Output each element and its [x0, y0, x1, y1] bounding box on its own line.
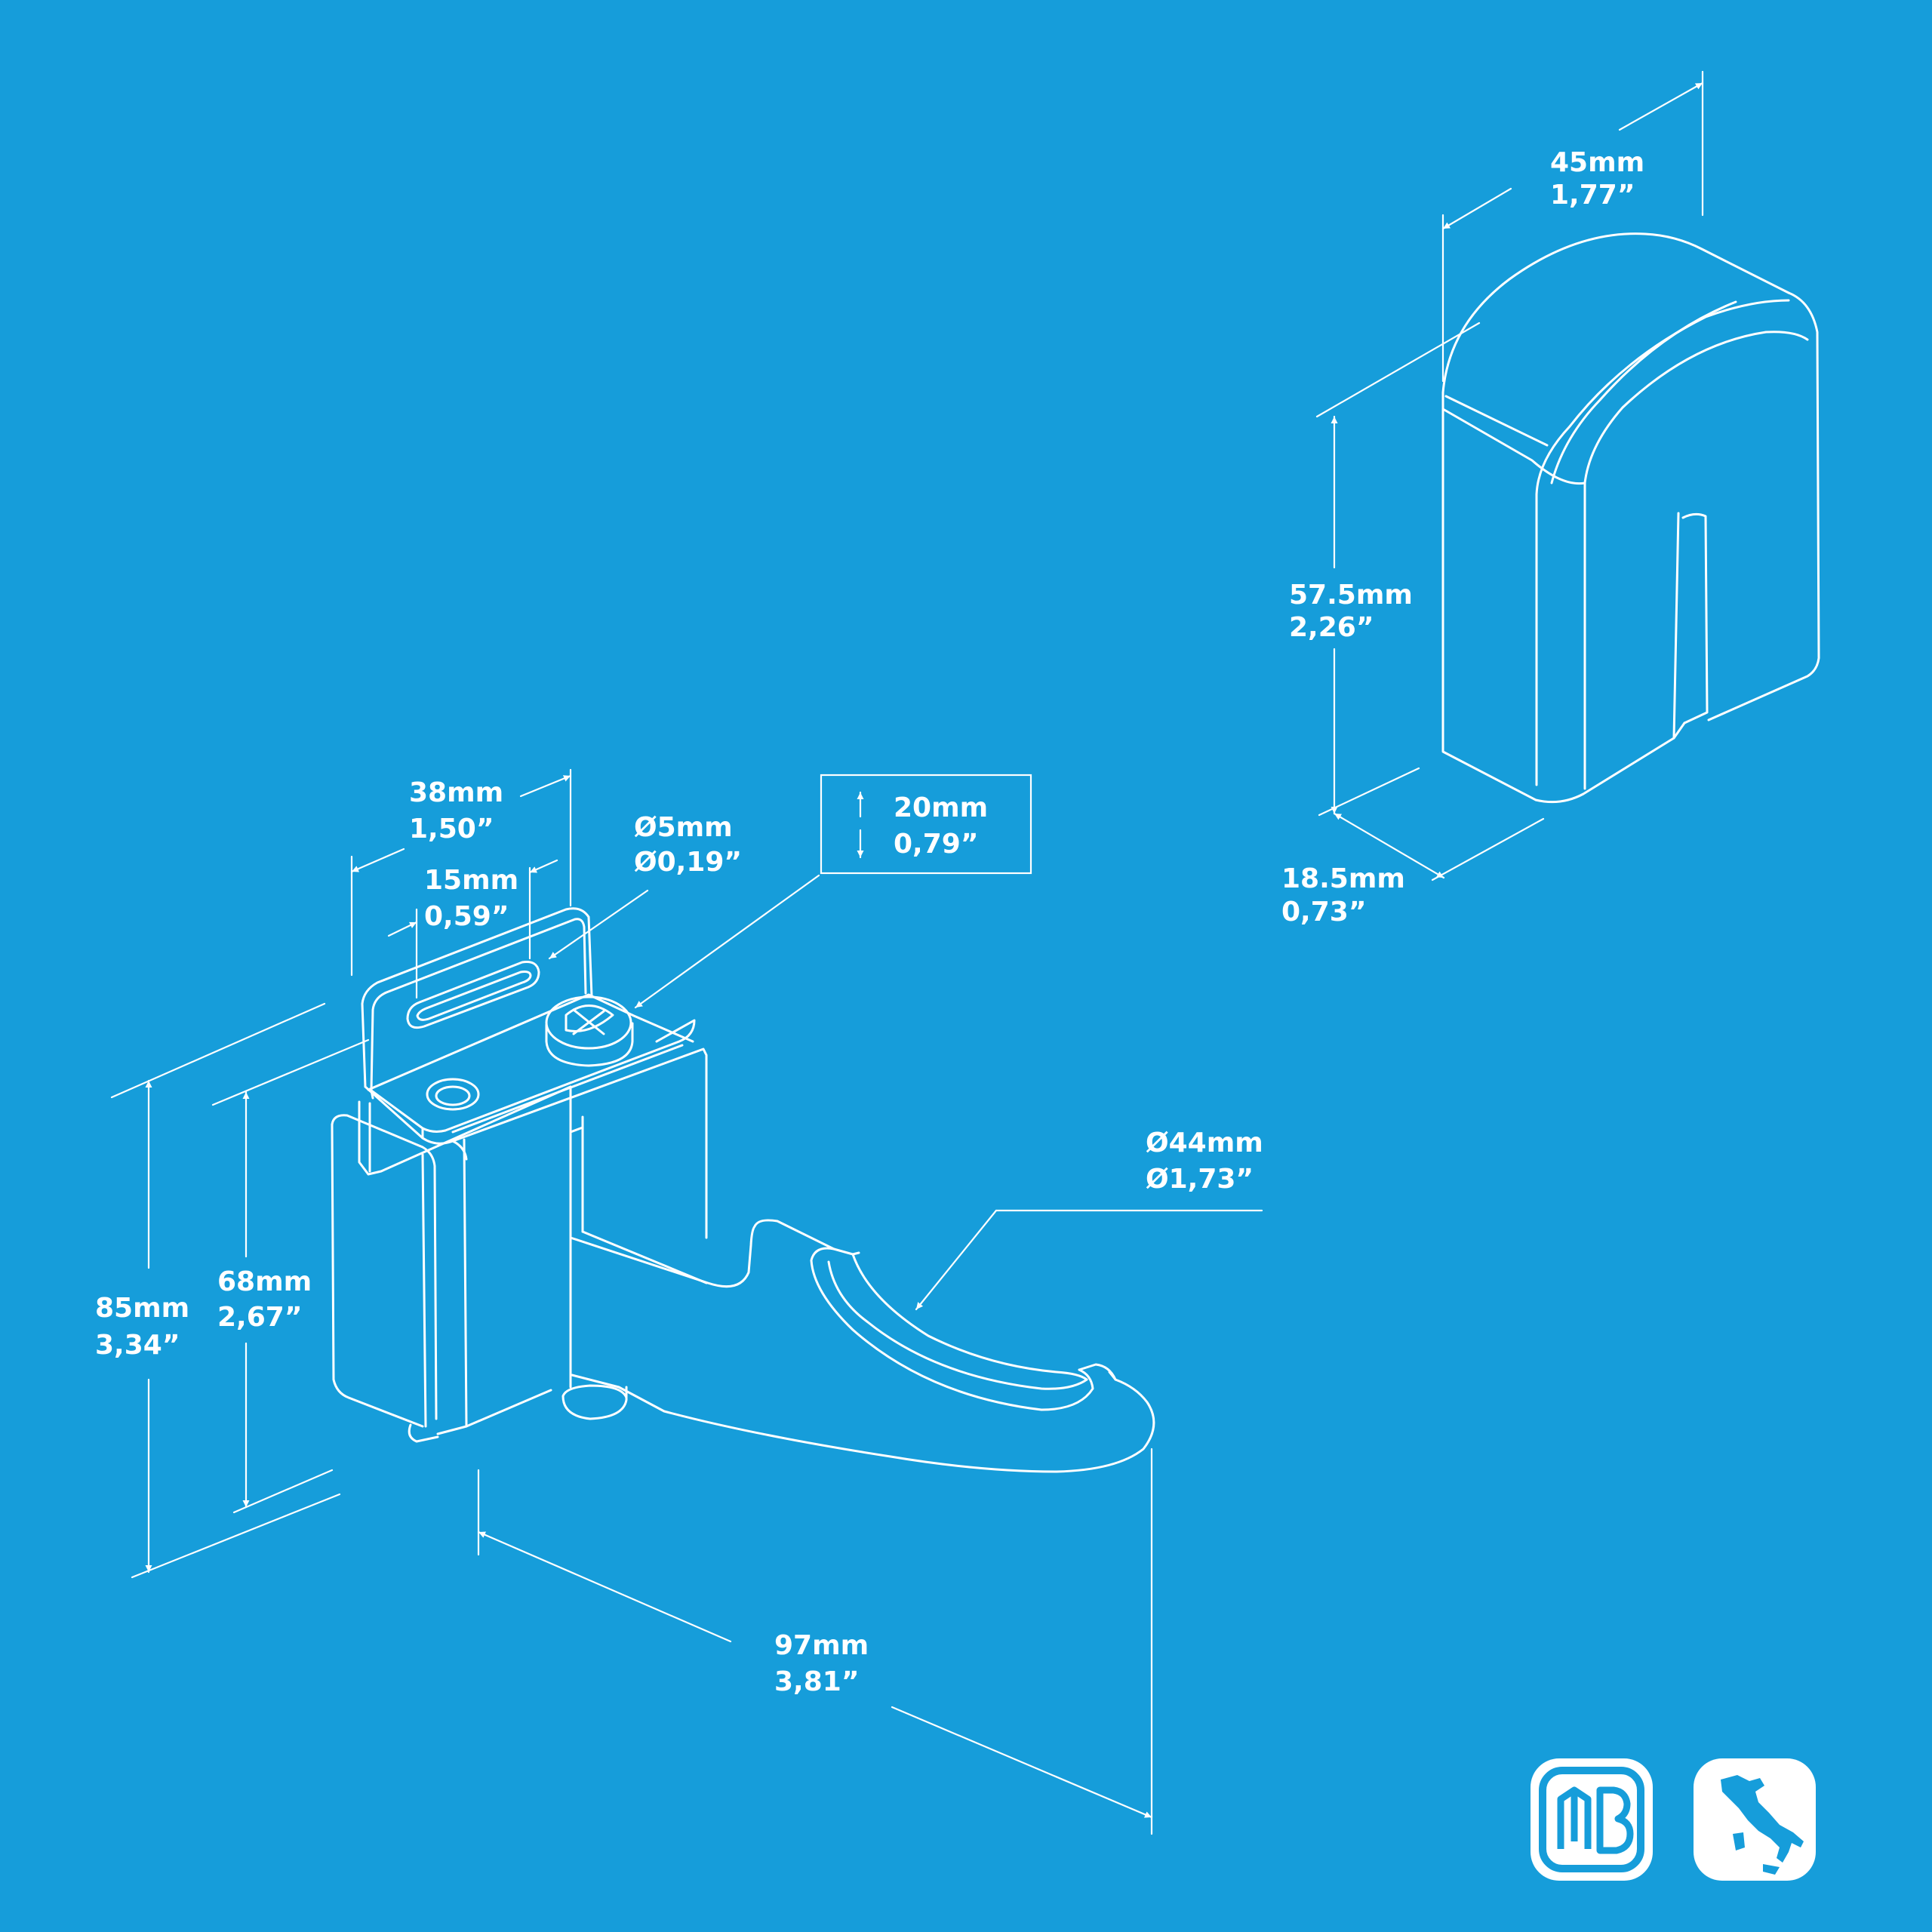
total-height-inch: 3,34”: [95, 1330, 180, 1361]
plate-width-mm: 38mm: [409, 777, 503, 808]
cradle-inch: Ø1,73”: [1146, 1164, 1254, 1195]
end-cap-drawing: 45mm 1,77” 57.5mm 2,26” 18.5mm 0,73”: [1281, 70, 1820, 928]
reach-mm: 97mm: [774, 1630, 869, 1661]
reach-inch: 3,81”: [774, 1666, 859, 1697]
bracket-drawing: 38mm 1,50” 15mm 0,59” Ø5mm Ø0,19” 20mm 0…: [95, 768, 1263, 1835]
block-height-mm: 68mm: [217, 1266, 312, 1297]
screw-mm: Ø5mm: [634, 812, 733, 843]
origin-badge: [1694, 1758, 1816, 1881]
adjust-mm: 20mm: [894, 792, 988, 823]
total-height-mm: 85mm: [95, 1293, 189, 1324]
plate-width-inch: 1,50”: [409, 814, 494, 844]
cap-height-inch: 2,26”: [1289, 612, 1374, 643]
cap-width-inch: 1,77”: [1550, 180, 1635, 211]
italy-map-icon: [1721, 1775, 1804, 1875]
cap-height-mm: 57.5mm: [1289, 580, 1413, 611]
slot-width-mm: 15mm: [424, 865, 518, 896]
brand-badge: [1531, 1758, 1653, 1881]
cap-depth-mm: 18.5mm: [1281, 863, 1405, 894]
cap-depth-inch: 0,73”: [1281, 897, 1366, 928]
block-height-inch: 2,67”: [217, 1302, 302, 1333]
brand-logo-icon: [1557, 1786, 1634, 1854]
slot-width-inch: 0,59”: [424, 901, 509, 932]
screw-inch: Ø0,19”: [634, 847, 742, 878]
cap-width-mm: 45mm: [1550, 147, 1644, 178]
adjust-inch: 0,79”: [894, 829, 978, 860]
cradle-mm: Ø44mm: [1146, 1128, 1263, 1158]
